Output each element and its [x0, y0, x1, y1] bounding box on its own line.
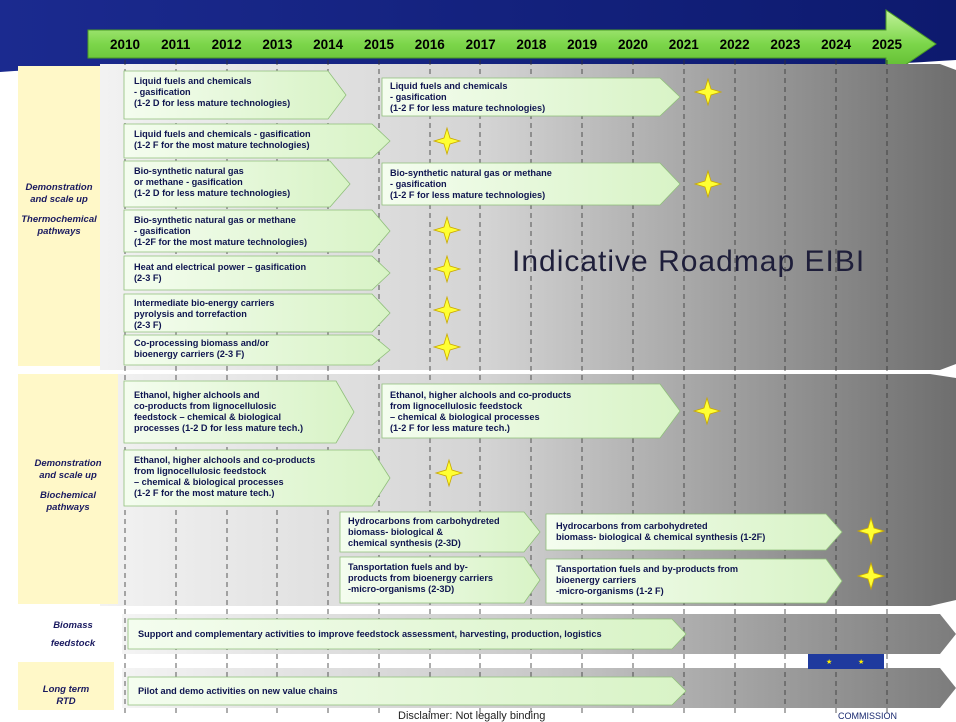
- timeline-year: 2020: [617, 37, 649, 52]
- activity-arrow-a6: [123, 209, 391, 253]
- milestone-star: [432, 332, 462, 362]
- activity-label: Intermediate bio-energy carriers pyrolys…: [134, 298, 275, 330]
- timeline-year: 2010: [109, 37, 141, 52]
- activity-label: Bio-synthetic natural gas or methane - g…: [390, 168, 552, 200]
- milestone-star: [693, 169, 723, 199]
- activity-arrow-b1: [123, 380, 355, 444]
- activity-label: Bio-synthetic natural gas or methane - g…: [134, 166, 291, 198]
- milestone-star: [432, 295, 462, 325]
- activity-arrow-a7: [123, 255, 391, 291]
- category-line: and scale up: [30, 194, 88, 205]
- category-line: pathways: [37, 226, 81, 237]
- commission-label: COMMISSION: [838, 711, 898, 721]
- category-line: Demonstration: [34, 458, 102, 469]
- activity-arrow-a1: [123, 70, 347, 120]
- activity-arrow-a9: [123, 334, 391, 366]
- svg-text:★: ★: [826, 658, 832, 666]
- timeline-year: 2014: [313, 37, 344, 52]
- activity-label: Ethanol, higher alchools and co-products…: [390, 390, 572, 433]
- timeline-year: 2018: [516, 37, 547, 52]
- activity-arrows: [123, 70, 843, 706]
- timeline-year: 2019: [567, 37, 598, 52]
- category-biochemical: Demonstration and scale up Biochemical p…: [18, 374, 118, 604]
- category-line: Thermochemical: [21, 214, 97, 225]
- category-long-term-rtd: Long term RTD: [18, 662, 114, 710]
- activity-label: Co-processing biomass and/or bioenergy c…: [134, 338, 269, 359]
- activity-arrow-b5: [545, 513, 843, 551]
- activity-label: Ethanol, higher alchools and co-products…: [134, 390, 304, 433]
- category-line: feedstock: [50, 638, 96, 649]
- activity-label: Pilot and demo activities on new value c…: [138, 686, 338, 696]
- category-line: pathways: [46, 502, 90, 513]
- category-line: [18, 482, 118, 490]
- category-thermochemical: Demonstration and scale up Thermochemica…: [18, 66, 100, 366]
- category-line: Demonstration: [25, 182, 93, 193]
- activity-label: Support and complementary activities to …: [138, 629, 602, 639]
- category-line: [18, 206, 100, 214]
- svg-text:★: ★: [858, 658, 864, 666]
- milestone-star: [432, 254, 462, 284]
- roadmap-title: Indicative Roadmap EIBI: [512, 245, 866, 278]
- activity-label: Hydrocarbons from carbohydreted biomass-…: [556, 521, 766, 542]
- activity-arrow-c1: [127, 618, 687, 650]
- milestone-star: [432, 126, 462, 156]
- activity-arrow-b6: [339, 556, 541, 604]
- activity-label: Tansportation fuels and by-products from…: [556, 564, 739, 596]
- milestone-star: [434, 458, 464, 488]
- milestone-star: [856, 561, 886, 591]
- timeline-year: 2013: [262, 37, 293, 52]
- activity-arrow-b7: [545, 558, 843, 604]
- activity-arrow-a8: [123, 293, 391, 333]
- activity-label: Heat and electrical power – gasification…: [134, 262, 307, 283]
- activity-label: Liquid fuels and chemicals - gasificatio…: [134, 76, 291, 108]
- milestone-star: [692, 396, 722, 426]
- category-line: Long term: [42, 684, 90, 695]
- activity-arrow-b4: [339, 511, 541, 553]
- timeline-year: 2021: [668, 37, 699, 52]
- category-line: Biochemical: [40, 490, 96, 501]
- category-line: and scale up: [39, 470, 97, 481]
- timeline-year: 2011: [161, 37, 191, 52]
- timeline-year: 2024: [821, 37, 852, 52]
- activity-label: Liquid fuels and chemicals - gasificatio…: [134, 129, 311, 150]
- activity-label: Ethanol, higher alchools and co-products…: [134, 455, 316, 498]
- timeline-year: 2022: [719, 37, 750, 52]
- timeline-year: 2025: [871, 37, 903, 52]
- timeline-year: 2023: [770, 37, 801, 52]
- activity-label: Tansportation fuels and by- products fro…: [348, 562, 493, 594]
- disclaimer-text: Disclaimer: Not legally binding: [398, 710, 546, 722]
- activity-arrow-a5: [381, 162, 681, 206]
- activity-arrow-a2: [381, 77, 681, 117]
- activity-label: Liquid fuels and chemicals - gasificatio…: [390, 81, 546, 113]
- activity-arrow-b3: [123, 449, 391, 507]
- activity-arrow-b2: [381, 383, 681, 439]
- activity-label: Hydrocarbons from carbohydreted biomass-…: [348, 516, 500, 548]
- activity-arrow-a3: [123, 123, 391, 159]
- timeline-year: 2015: [363, 37, 395, 52]
- timeline-year: 2016: [414, 37, 445, 52]
- activity-label: Bio-synthetic natural gas or methane - g…: [134, 215, 308, 247]
- category-biomass-feedstock: Biomass feedstock: [28, 612, 118, 658]
- activity-arrow-a4: [123, 160, 351, 208]
- activity-arrow-d1: [127, 676, 687, 706]
- eu-flag: ★ ★: [808, 654, 884, 669]
- milestone-star: [432, 215, 462, 245]
- timeline-year: 2017: [465, 37, 496, 52]
- milestone-star: [693, 77, 723, 107]
- category-line: RTD: [56, 696, 76, 707]
- timeline-arrow: [87, 9, 937, 79]
- timeline-year: 2012: [211, 37, 242, 52]
- milestone-star: [856, 516, 886, 546]
- category-line: Biomass: [53, 620, 93, 631]
- milestone-stars: [432, 77, 886, 591]
